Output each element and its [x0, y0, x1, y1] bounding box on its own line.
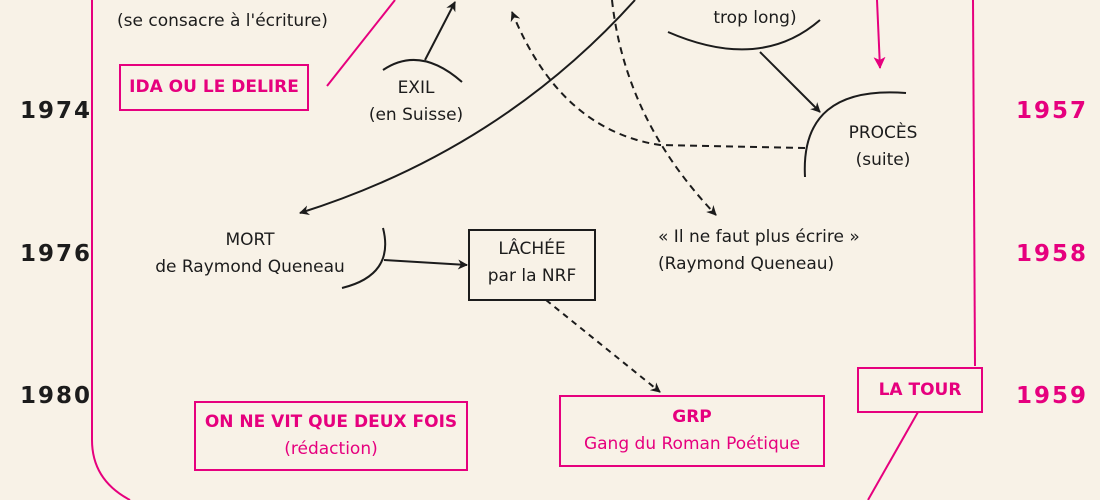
grp-box: GRP Gang du Roman Poétique: [559, 395, 825, 467]
dashed-grp-arrow: [545, 299, 661, 393]
year-right-1958: 1958: [1016, 241, 1089, 267]
lachee-title: LÂCHÉE: [498, 239, 566, 259]
ecriture-note: (se consacre à l'écriture): [117, 11, 328, 31]
year-left-1980: 1980: [20, 383, 93, 409]
grp-sub: Gang du Roman Poétique: [583, 434, 801, 454]
mort-sub: de Raymond Queneau: [155, 257, 345, 277]
right-timeline-line: [972, 0, 976, 367]
mort-node: MORT de Raymond Queneau: [155, 227, 345, 281]
trop-long-arc: [667, 19, 821, 51]
mort-title: MORT: [225, 230, 275, 250]
ida-title: IDA OU LE DELIRE: [129, 77, 299, 97]
la-tour-title: LA TOUR: [878, 380, 962, 400]
proces-title: PROCÈS: [848, 123, 918, 143]
year-right-1959: 1959: [1016, 383, 1089, 409]
quote-sub: (Raymond Queneau): [658, 254, 835, 274]
pink-arrow: [873, 0, 886, 69]
proces-sub: (suite): [855, 150, 911, 170]
quote-title: « Il ne faut plus écrire »: [658, 227, 860, 247]
proces-node: PROCÈS (suite): [828, 120, 938, 174]
year-left-1976: 1976: [20, 241, 93, 267]
proces-arrow: [759, 51, 821, 113]
ida-box: IDA OU LE DELIRE: [119, 64, 309, 111]
exil-node: EXIL (en Suisse): [356, 75, 476, 129]
lachee-sub: par la NRF: [487, 266, 577, 286]
left-timeline-line: [91, 0, 131, 500]
proces-arc: [803, 91, 907, 178]
exil-title: EXIL: [397, 78, 435, 98]
on-ne-vit-sub: (rédaction): [284, 439, 378, 459]
lachee-box: LÂCHÉE par la NRF: [468, 229, 596, 301]
year-right-1957: 1957: [1016, 98, 1089, 124]
quote-node: « Il ne faut plus écrire » (Raymond Quen…: [658, 224, 860, 278]
on-ne-vit-title: ON NE VIT QUE DEUX FOIS: [204, 412, 458, 432]
exil-arc: [382, 58, 463, 83]
la-tour-box: LA TOUR: [857, 367, 983, 413]
grp-title: GRP: [672, 407, 712, 427]
trop-long-note: trop long): [713, 8, 797, 28]
mort-arc: [341, 227, 387, 289]
dashed-quote-arrow: [611, 0, 717, 216]
year-left-1974: 1974: [20, 98, 93, 124]
exil-arrow: [424, 1, 456, 61]
exil-sub: (en Suisse): [368, 105, 464, 125]
la-tour-connector: [867, 411, 919, 500]
lachee-arrow: [383, 259, 468, 270]
ida-connector: [326, 0, 396, 87]
mort-arrow: [299, 0, 636, 216]
dashed-proces-link: [510, 11, 806, 149]
on-ne-vit-box: ON NE VIT QUE DEUX FOIS (rédaction): [194, 401, 468, 471]
